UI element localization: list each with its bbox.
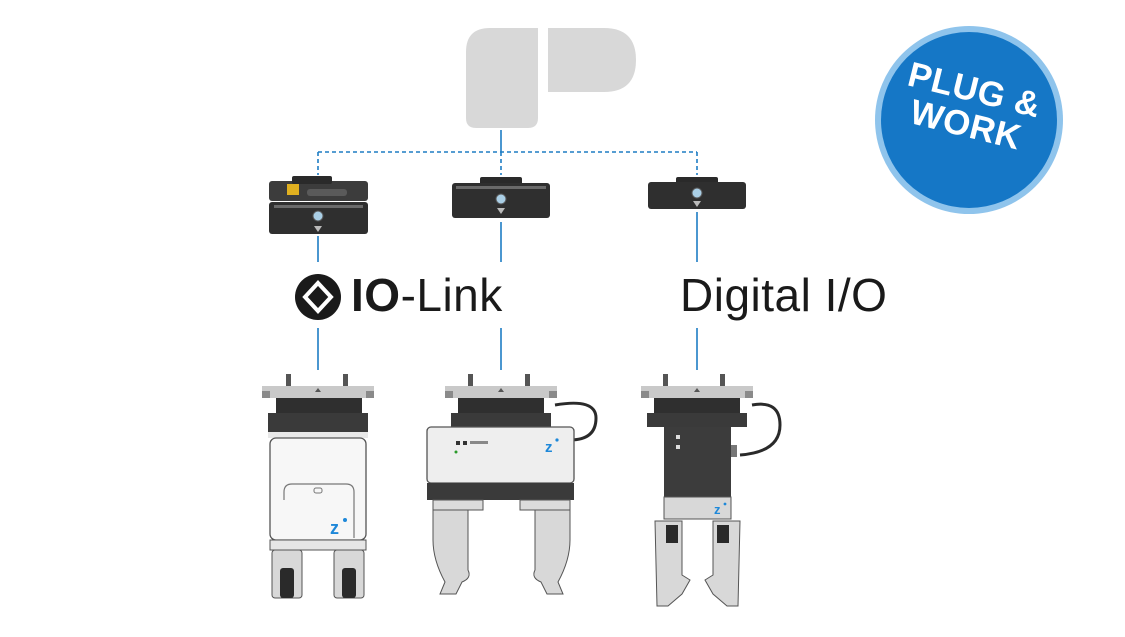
robot-arm-icon <box>466 28 636 128</box>
plug-and-work-badge <box>875 26 1063 214</box>
gripper-right: z <box>641 374 782 607</box>
svg-text:z: z <box>714 502 721 517</box>
iolink-label-rest: -Link <box>400 269 503 321</box>
iolink-label-bold: IO <box>351 269 401 321</box>
network-connector <box>317 130 698 370</box>
iolink-label: IO-Link <box>351 272 503 318</box>
iolink-logo-icon <box>295 274 341 320</box>
digital-io-label: Digital I/O <box>680 269 888 321</box>
dio-module-right <box>648 177 746 209</box>
iolink-module-center <box>452 177 550 218</box>
iolink-module-left <box>269 176 368 234</box>
gripper-center: z <box>426 374 598 595</box>
svg-text:z: z <box>545 439 553 456</box>
zimmer-logo-icon: z <box>330 518 339 538</box>
gripper-left: z <box>262 374 374 599</box>
